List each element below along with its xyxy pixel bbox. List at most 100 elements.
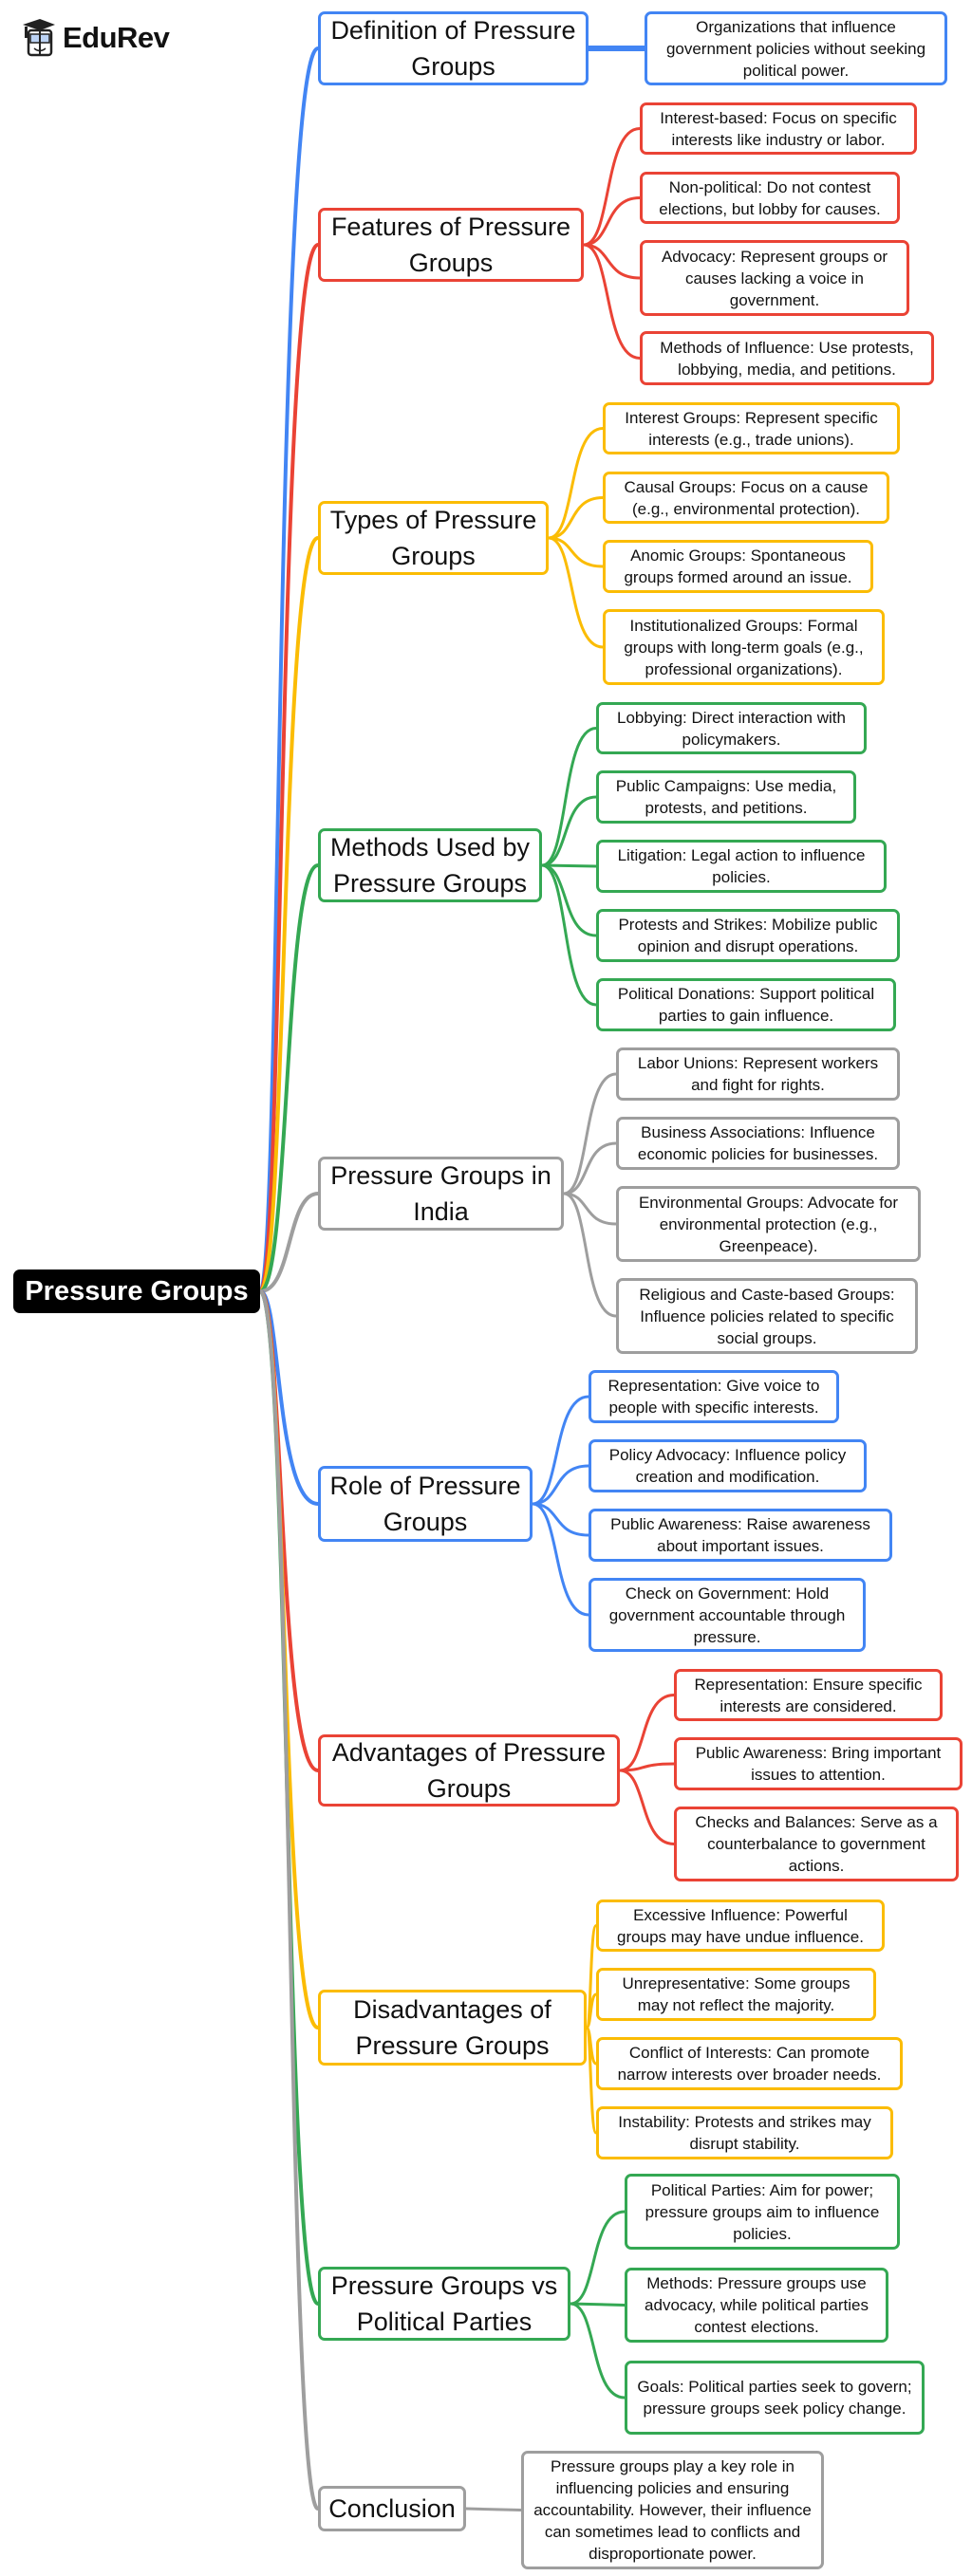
branch-node: Role of Pressure Groups <box>318 1466 533 1542</box>
leaf-connector <box>569 2302 626 2400</box>
leaf-node-text: Policy Advocacy: Influence policy creati… <box>608 1446 847 1486</box>
leaf-node: Labor Unions: Represent workers and figh… <box>616 1047 900 1101</box>
leaf-node: Interest-based: Focus on specific intere… <box>640 102 917 155</box>
logo-text: EduRev <box>63 21 170 54</box>
leaf-node-text: Representation: Ensure specific interest… <box>694 1675 923 1715</box>
leaf-connector <box>582 243 642 360</box>
leaf-node: Environmental Groups: Advocate for envir… <box>616 1186 921 1262</box>
leaf-node-text: Environmental Groups: Advocate for envir… <box>638 1193 899 1255</box>
leaf-node-text: Excessive Influence: Powerful groups may… <box>617 1905 864 1946</box>
branch-node-text: Pressure Groups in India <box>330 1161 551 1226</box>
leaf-node: Organizations that influence government … <box>645 11 947 85</box>
branch-connector <box>258 1192 320 1293</box>
leaf-connector <box>618 1769 676 1845</box>
branch-connector <box>258 1289 320 1772</box>
leaf-connector <box>547 427 605 540</box>
leaf-node-text: Representation: Give voice to people wit… <box>608 1377 820 1417</box>
leaf-node: Political Parties: Aim for power; pressu… <box>625 2174 900 2250</box>
leaf-connector <box>582 127 642 247</box>
branch-connector <box>258 536 320 1293</box>
leaf-connector <box>582 243 642 280</box>
leaf-connector <box>547 536 605 568</box>
branch-connector <box>258 1289 320 2511</box>
leaf-node-text: Religious and Caste-based Groups: Influe… <box>639 1285 895 1347</box>
leaf-node: Institutionalized Groups: Formal groups … <box>603 609 885 685</box>
leaf-node-text: Checks and Balances: Serve as a counterb… <box>695 1813 938 1875</box>
leaf-node: Non-political: Do not contest elections,… <box>640 172 900 224</box>
leaf-node: Public Awareness: Bring important issues… <box>674 1737 963 1790</box>
branch-node: Types of Pressure Groups <box>318 501 549 575</box>
leaf-node: Anomic Groups: Spontaneous groups formed… <box>603 540 873 593</box>
leaf-connector <box>531 1502 590 1537</box>
leaf-connector <box>618 1762 676 1772</box>
leaf-node: Checks and Balances: Serve as a counterb… <box>674 1807 959 1881</box>
leaf-connector <box>531 1464 590 1506</box>
leaf-connector <box>618 1694 676 1772</box>
branch-node: Features of Pressure Groups <box>318 208 584 282</box>
leaf-node-text: Public Campaigns: Use media, protests, a… <box>615 777 837 817</box>
leaf-connector <box>540 795 598 867</box>
leaf-connector <box>585 2026 598 2135</box>
leaf-node-text: Goals: Political parties seek to govern;… <box>637 2378 912 2418</box>
leaf-node-text: Public Awareness: Raise awareness about … <box>610 1515 870 1555</box>
leaf-node: Methods: Pressure groups use advocacy, w… <box>625 2268 888 2343</box>
leaf-node: Representation: Ensure specific interest… <box>674 1669 943 1721</box>
leaf-node-text: Protests and Strikes: Mobilize public op… <box>618 916 878 955</box>
branch-node: Advantages of Pressure Groups <box>318 1734 620 1807</box>
branch-node-text: Methods Used by Pressure Groups <box>329 833 531 898</box>
leaf-node: Business Associations: Influence economi… <box>616 1117 900 1170</box>
branch-node-text: Pressure Groups vs Political Parties <box>330 2271 558 2336</box>
leaf-node-text: Labor Unions: Represent workers and figh… <box>637 1054 879 1094</box>
branch-node: Disadvantages of Pressure Groups <box>318 1990 587 2066</box>
leaf-node: Excessive Influence: Powerful groups may… <box>596 1900 885 1952</box>
branch-node-text: Role of Pressure Groups <box>329 1472 521 1536</box>
leaf-node: Causal Groups: Focus on a cause (e.g., e… <box>603 472 889 524</box>
branch-node-text: Features of Pressure Groups <box>330 213 571 277</box>
leaf-node: Methods of Influence: Use protests, lobb… <box>640 331 934 385</box>
leaf-node-text: Non-political: Do not contest elections,… <box>659 177 881 218</box>
leaf-node: Policy Advocacy: Influence policy creati… <box>589 1439 867 1492</box>
leaf-node-text: Advocacy: Represent groups or causes lac… <box>661 247 888 309</box>
leaf-node: Conflict of Interests: Can promote narro… <box>596 2037 903 2090</box>
leaf-node-text: Institutionalized Groups: Formal groups … <box>624 616 864 678</box>
leaf-node: Litigation: Legal action to influence po… <box>596 840 887 893</box>
leaf-node: Public Awareness: Raise awareness about … <box>589 1509 892 1562</box>
leaf-connector <box>562 1072 618 1195</box>
leaf-connector <box>464 2507 523 2511</box>
leaf-connector <box>562 1141 618 1195</box>
leaf-node-text: Business Associations: Influence economi… <box>637 1123 879 1163</box>
branch-node: Conclusion <box>318 2486 466 2531</box>
leaf-node: Protests and Strikes: Mobilize public op… <box>596 909 900 962</box>
branch-node-text: Definition of Pressure Groups <box>330 16 576 81</box>
branch-node: Pressure Groups in India <box>318 1157 564 1231</box>
leaf-node: Advocacy: Represent groups or causes lac… <box>640 240 909 316</box>
leaf-connector <box>540 863 598 1007</box>
leaf-node-text: Interest-based: Focus on specific intere… <box>660 108 897 149</box>
leaf-node-text: Public Awareness: Bring important issues… <box>695 1744 942 1784</box>
leaf-node-text: Unrepresentative: Some groups may not re… <box>622 1974 850 2014</box>
leaf-connector <box>562 1192 618 1226</box>
leaf-connector <box>547 536 605 649</box>
root-node: Pressure Groups <box>13 1269 260 1313</box>
leaf-node-text: Conflict of Interests: Can promote narro… <box>617 2044 882 2084</box>
leaf-connector <box>540 863 598 868</box>
leaf-node: Goals: Political parties seek to govern;… <box>625 2361 925 2435</box>
leaf-node-text: Methods of Influence: Use protests, lobb… <box>660 338 914 379</box>
graduate-cap-mascot-icon <box>23 19 55 57</box>
leaf-connector <box>547 496 605 540</box>
leaf-node-text: Litigation: Legal action to influence po… <box>617 846 866 886</box>
leaf-node-text: Instability: Protests and strikes may di… <box>618 2113 871 2153</box>
leaf-node: Representation: Give voice to people wit… <box>589 1370 839 1423</box>
leaf-node-text: Check on Government: Hold government acc… <box>608 1584 846 1646</box>
leaf-node: Pressure groups play a key role in influ… <box>521 2451 824 2569</box>
leaf-node: Check on Government: Hold government acc… <box>589 1578 866 1652</box>
branch-node-text: Disadvantages of Pressure Groups <box>353 1995 551 2060</box>
branch-connector <box>258 243 320 1293</box>
leaf-connector <box>540 863 598 937</box>
leaf-node-text: Political Donations: Support political p… <box>617 985 875 1025</box>
leaf-node-text: Political Parties: Aim for power; pressu… <box>645 2180 880 2243</box>
edurev-logo: EduRev <box>19 17 170 59</box>
branch-node-text: Advantages of Pressure Groups <box>331 1738 607 1803</box>
leaf-connector <box>569 2302 626 2307</box>
